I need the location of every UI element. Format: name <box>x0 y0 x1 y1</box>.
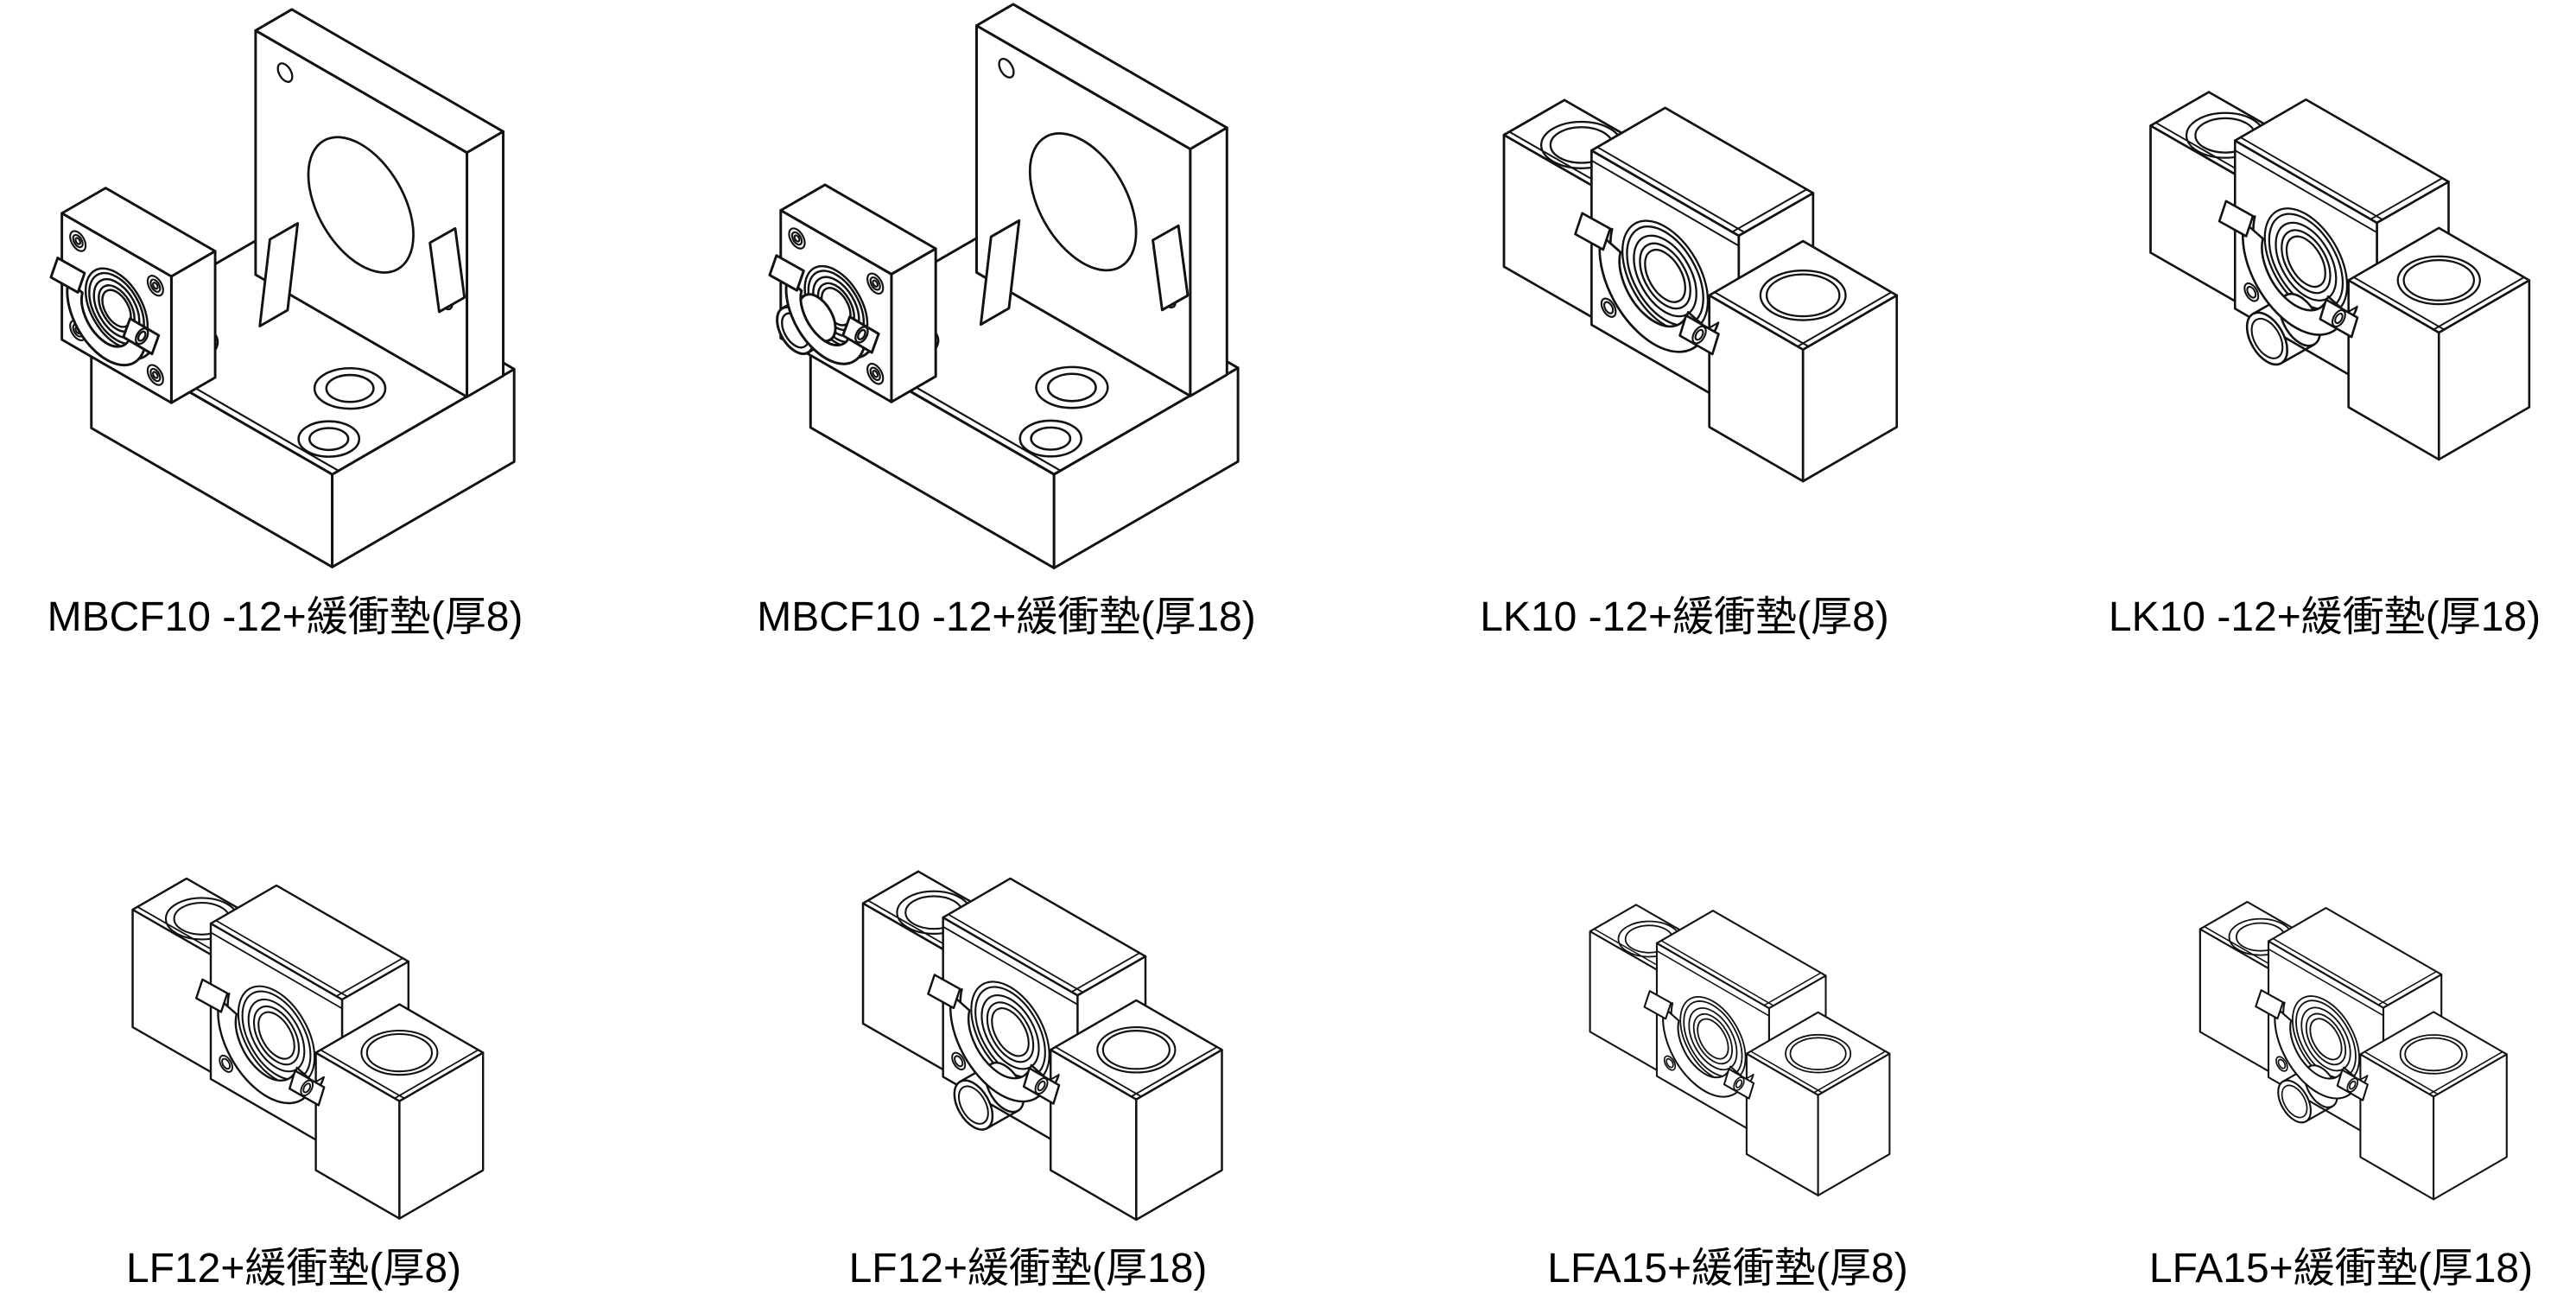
part-label: MBCF10 -12+緩衝墊(厚8) <box>47 594 523 640</box>
isometric-drawing-lf12-pad18 <box>809 843 1247 1240</box>
part-label: LFA15+緩衝墊(厚18) <box>2148 1246 2534 1291</box>
part-figure-lk10-12-pad18: LK10 -12+緩衝墊(厚18) <box>2073 0 2576 644</box>
isometric-drawing-lfa15-pad8 <box>1545 881 1911 1212</box>
isometric-drawing-lk10-12-pad8 <box>1444 69 1925 503</box>
part-label: LF12+緩衝墊(厚18) <box>848 1246 1208 1291</box>
isometric-drawing-lk10-12-pad18 <box>2093 62 2556 480</box>
part-figure-lf12-pad8: LF12+緩衝墊(厚8) <box>52 838 536 1296</box>
part-label: LK10 -12+緩衝墊(厚8) <box>1480 594 1889 640</box>
part-label: LK10 -12+緩衝墊(厚18) <box>2108 594 2541 640</box>
isometric-drawing-lf12-pad8 <box>79 851 508 1238</box>
isometric-drawing-mbcf10-12-pad8 <box>49 7 521 573</box>
part-figure-lfa15-pad8: LFA15+緩衝墊(厚8) <box>1520 838 1935 1296</box>
part-label: LFA15+緩衝墊(厚8) <box>1547 1246 1908 1291</box>
part-figure-mbcf10-12-pad8: MBCF10 -12+緩衝墊(厚8) <box>0 0 570 644</box>
isometric-drawing-mbcf10-12-pad18 <box>768 2 1245 574</box>
part-figure-mbcf10-12-pad18: MBCF10 -12+緩衝墊(厚18) <box>691 0 1322 644</box>
part-figure-lf12-pad18: LF12+緩衝墊(厚18) <box>769 838 1287 1296</box>
part-figure-lk10-12-pad8: LK10 -12+緩衝墊(厚8) <box>1434 0 1935 644</box>
isometric-drawing-lfa15-pad18 <box>2154 878 2528 1216</box>
part-label: LF12+緩衝墊(厚8) <box>125 1246 462 1291</box>
part-figure-lfa15-pad18: LFA15+緩衝墊(厚18) <box>2116 838 2566 1296</box>
part-label: MBCF10 -12+緩衝墊(厚18) <box>757 594 1256 640</box>
